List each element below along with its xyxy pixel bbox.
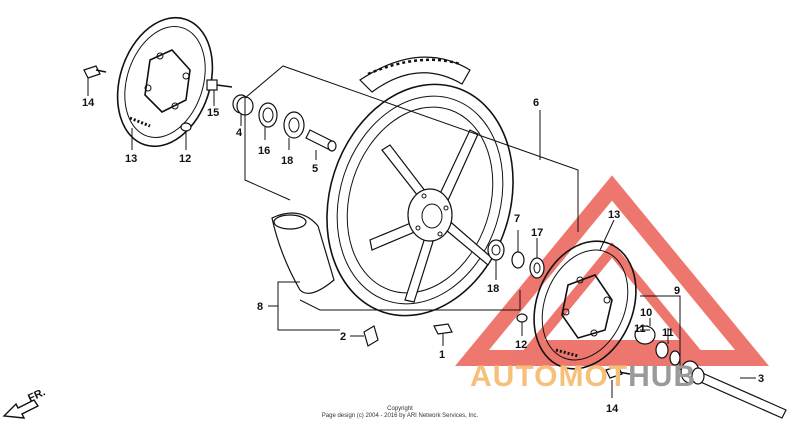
part-label-9: 9	[674, 285, 680, 297]
part-label-14-left: 14	[82, 97, 95, 109]
speedometer-gearbox	[634, 325, 700, 384]
copyright-notice: Page design (c) 2004 - 2016 by ARI Netwo…	[321, 413, 479, 419]
valve-stem-2	[363, 325, 379, 347]
seal-7	[511, 251, 525, 269]
part-label-8: 8	[257, 301, 263, 313]
washer-12-left	[180, 122, 192, 132]
balance-weight-1	[433, 323, 453, 335]
part-label-12-left: 12	[179, 153, 191, 165]
watermark-text-part1: AUTOMOT	[470, 360, 629, 393]
part-label-4: 4	[236, 127, 243, 139]
part-label-2: 2	[340, 331, 346, 343]
part-label-1: 1	[439, 349, 445, 361]
bolt-14-left	[83, 65, 107, 79]
tire-top	[359, 56, 471, 93]
part-label-11-b: 11	[662, 327, 674, 339]
part-label-13-right: 13	[608, 209, 620, 221]
part-label-13-left: 13	[125, 153, 137, 165]
bearing-16	[258, 102, 278, 128]
part-label-17: 17	[531, 227, 543, 239]
bolt-15	[206, 79, 233, 91]
part-label-5: 5	[312, 163, 318, 175]
part-label-11-a: 11	[634, 323, 646, 335]
part-label-18-left: 18	[281, 155, 293, 167]
part-label-6: 6	[533, 97, 539, 109]
copyright-heading: Copyright	[387, 406, 413, 412]
bolt-14-right	[605, 365, 631, 379]
leader-lines	[87, 65, 756, 398]
brake-disc-right	[533, 240, 637, 370]
front-wheel-rim	[326, 83, 514, 317]
part-label-18-right: 18	[487, 283, 499, 295]
part-label-14-right: 14	[606, 403, 619, 415]
tire-left	[271, 212, 335, 294]
watermark-text: AUTOMOTHUB	[470, 360, 696, 394]
part-label-3: 3	[758, 373, 764, 385]
collar-4	[232, 94, 254, 116]
watermark-text-part2: HUB	[628, 360, 697, 393]
part-label-12-right: 12	[515, 339, 527, 351]
part-label-15: 15	[207, 107, 219, 119]
part-label-16: 16	[258, 145, 270, 157]
direction-label: FR.	[26, 386, 47, 404]
bearing-18-left	[283, 111, 305, 139]
front-axle-3	[691, 367, 787, 419]
part-label-7: 7	[514, 213, 520, 225]
axle-spacer-5	[305, 129, 337, 152]
washer-12-right	[516, 313, 528, 323]
part-label-10: 10	[640, 307, 652, 319]
seal-17	[529, 257, 545, 279]
part-labels: 14 15 4 16 18 5 12 13 6 7 17 18 8 2 1 12…	[82, 97, 764, 415]
bearing-18-right	[487, 239, 505, 261]
brake-disc-left	[116, 16, 214, 148]
